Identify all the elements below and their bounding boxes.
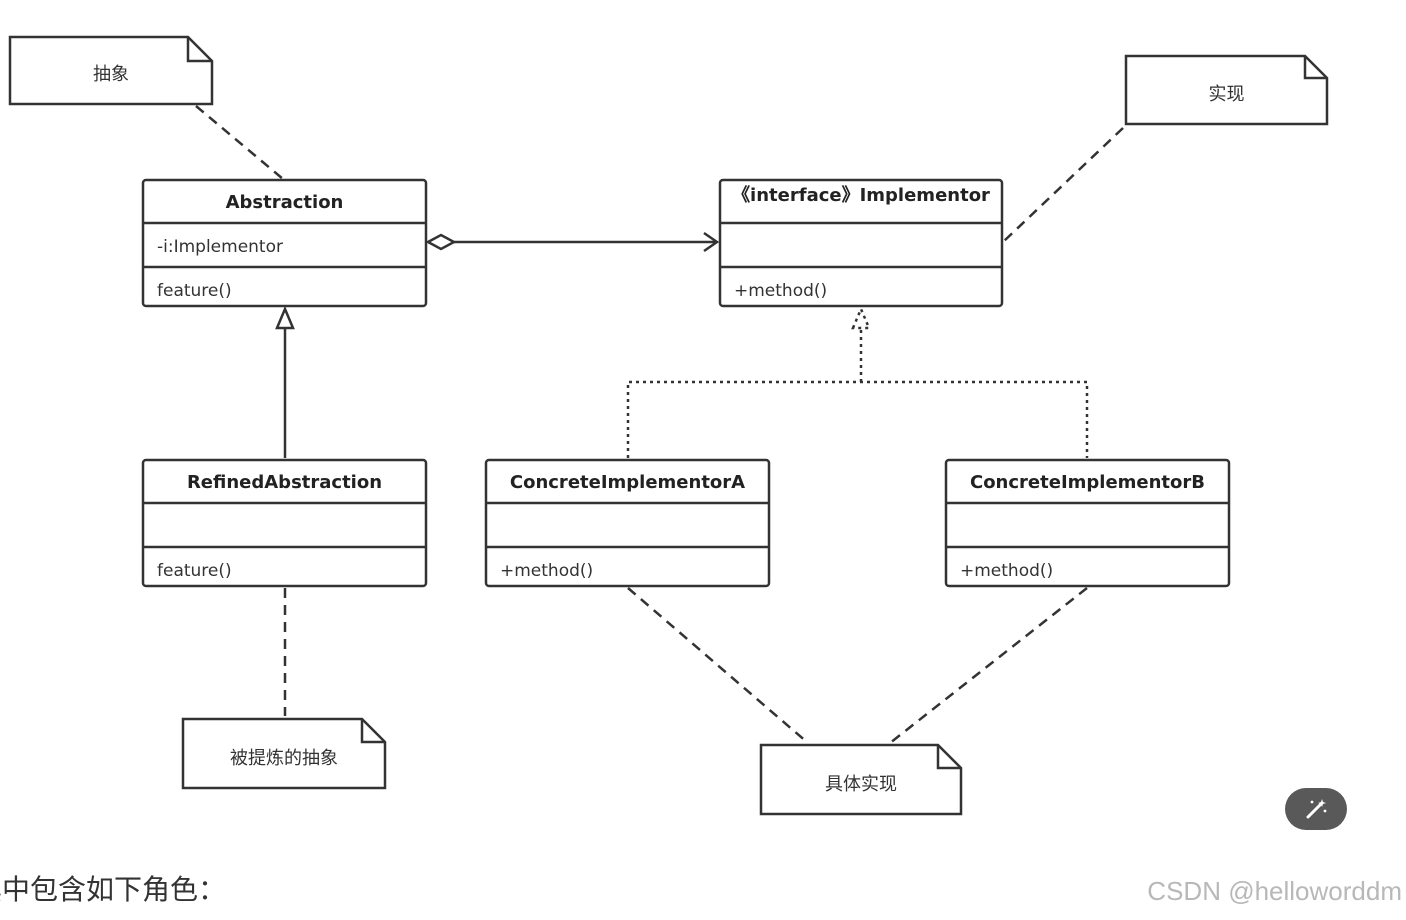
class-concrete-b-box — [944, 458, 1231, 588]
class-implementor-box — [718, 178, 1004, 308]
watermark-text: CSDN @helloworddm — [1147, 876, 1402, 906]
note-abstraction-shape — [8, 35, 214, 106]
magic-wand-icon — [1306, 799, 1327, 819]
aggregation-arrow — [425, 231, 720, 253]
class-concrete-b-method: +method() — [960, 561, 1054, 581]
caption-text: 其中包含如下角色： — [0, 873, 227, 906]
ai-assist-button[interactable] — [1285, 788, 1347, 830]
class-concrete-a-method: +method() — [500, 561, 594, 581]
note-link-concrete-b — [889, 587, 1088, 744]
class-refined-box — [141, 458, 428, 588]
note-link-abstraction — [195, 105, 284, 180]
class-concrete-b-name: ConcreteImplementorB — [969, 472, 1206, 493]
inheritance-arrow — [275, 305, 295, 458]
note-implementation: 实现 — [1208, 84, 1245, 105]
class-abstraction-box — [141, 178, 428, 308]
note-implementation-shape — [1124, 54, 1329, 126]
note-link-concrete-a — [627, 587, 809, 744]
note-concrete-shape — [759, 743, 963, 816]
class-concrete-a-box — [484, 458, 771, 588]
note-concrete: 具体实现 — [825, 774, 897, 795]
note-link-implementation — [1002, 127, 1124, 243]
note-refined: 被提炼的抽象 — [230, 748, 338, 769]
class-abstraction-attribute: -i:Implementor — [157, 237, 283, 257]
class-refined-method: feature() — [157, 561, 232, 581]
note-abstraction: 抽象 — [93, 64, 129, 85]
class-abstraction-method: feature() — [157, 281, 232, 301]
class-implementor-method: +method() — [734, 281, 828, 301]
class-concrete-a-name: ConcreteImplementorA — [509, 472, 746, 493]
class-implementor-name: 《interface》Implementor — [732, 185, 990, 206]
realization-arrows — [626, 305, 1089, 458]
class-abstraction-name: Abstraction — [225, 192, 344, 213]
note-refined-shape — [181, 717, 387, 790]
class-refined-name: RefinedAbstraction — [186, 472, 383, 493]
